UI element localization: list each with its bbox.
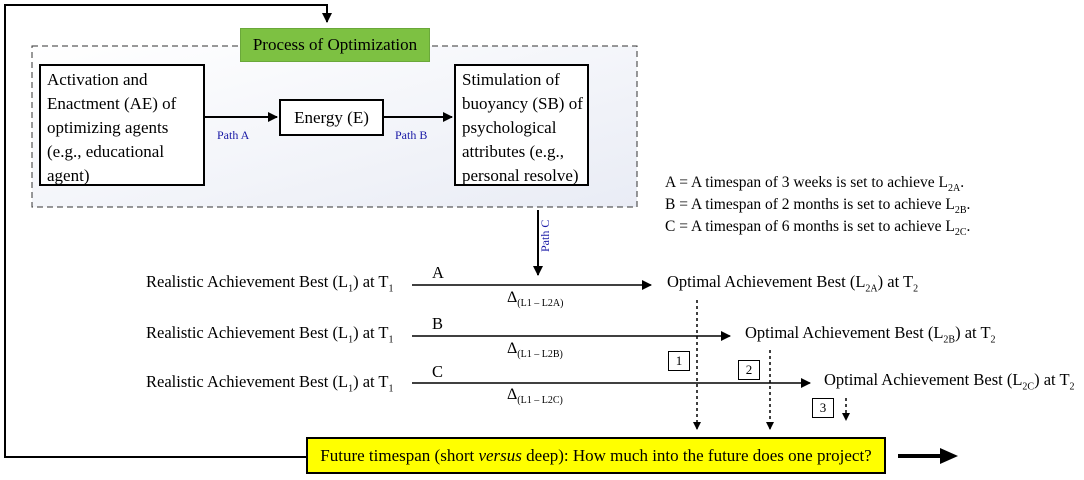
sb-line-5: personal resolve) [462,166,579,185]
legend-b: B = A timespan of 2 months is set to ach… [665,196,971,217]
path-c-label: Path C [538,219,552,252]
sb-box: Stimulation of buoyancy (SB) of psycholo… [454,64,589,186]
row-a-letter: A [432,263,444,282]
row-b-delta: Δ(L1 – L2B) [507,340,563,361]
marker-2: 2 [738,360,760,380]
row-c-letter: C [432,362,444,381]
energy-label: Energy (E) [294,108,369,127]
sb-line-1: Stimulation of [462,70,560,89]
energy-box: Energy (E) [279,99,384,136]
row-c-right: Optimal Achievement Best (L2C) at T2 [824,370,1075,393]
row-b-right: Optimal Achievement Best (L2B) at T2 [745,323,996,346]
row-b-left: Realistic Achievement Best (L1) at T1 [146,323,394,346]
marker-3: 3 [812,398,834,418]
row-a-right: Optimal Achievement Best (L2A) at T2 [667,272,919,295]
path-b-label: Path B [395,128,428,142]
feedback-loop-line [4,4,332,458]
ae-box: Activation and Enactment (AE) of optimiz… [39,64,205,186]
legend-a: A = A timespan of 3 weeks is set to achi… [665,174,965,195]
legend-c: C = A timespan of 6 months is set to ach… [665,218,971,239]
path-a-label: Path A [217,128,250,142]
row-c-left: Realistic Achievement Best (L1) at T1 [146,372,394,395]
ae-line-5: agent) [47,166,90,185]
row-b-letter: B [432,314,444,333]
process-title: Process of Optimization [240,28,430,62]
row-a-delta: Δ(L1 – L2A) [507,289,564,310]
marker-1: 1 [668,351,690,371]
ae-line-3: optimizing agents [47,118,169,137]
future-arrowhead [940,448,958,464]
ae-line-2: Enactment (AE) of [47,94,177,113]
row-a-left: Realistic Achievement Best (L1) at T1 [146,272,394,295]
ae-line-4: (e.g., educational [47,142,165,161]
ae-line-1: Activation and [47,70,148,89]
future-timespan-box: Future timespan (short versus deep): How… [306,437,886,474]
sb-line-3: psychological [462,118,557,137]
sb-line-4: attributes (e.g., [462,142,564,161]
row-c-delta: Δ(L1 – L2C) [507,386,563,407]
sb-line-2: buoyancy (SB) of [462,94,583,113]
